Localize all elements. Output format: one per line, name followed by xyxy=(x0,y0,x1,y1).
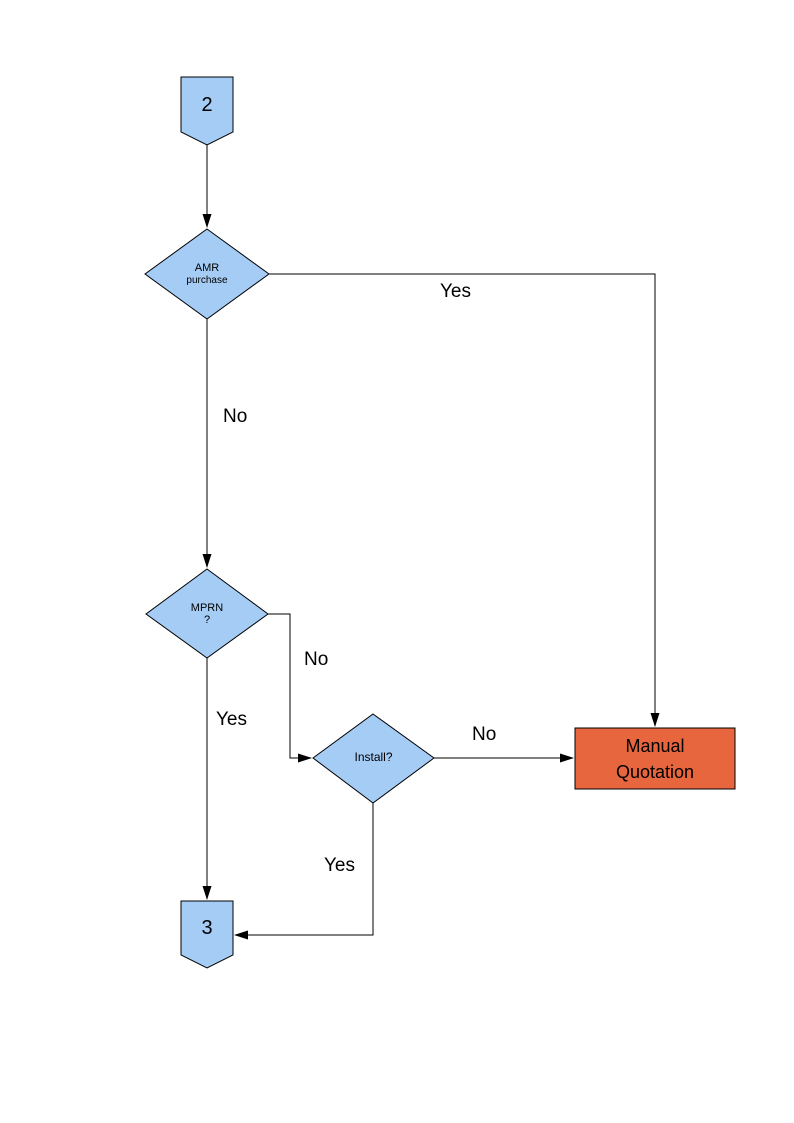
edge-mprn-no-to-install xyxy=(268,613,312,763)
amr-decision-shape xyxy=(144,228,270,320)
connector-3-shape xyxy=(180,900,234,969)
manual-quotation-shape xyxy=(574,727,736,790)
mprn-decision-shape xyxy=(145,568,269,659)
connector-2-shape xyxy=(180,76,234,146)
edge-amr-yes-to-manual-quotation xyxy=(269,273,660,727)
edge-install-yes-to-connector3 xyxy=(234,803,374,940)
install-decision-shape xyxy=(312,713,435,804)
